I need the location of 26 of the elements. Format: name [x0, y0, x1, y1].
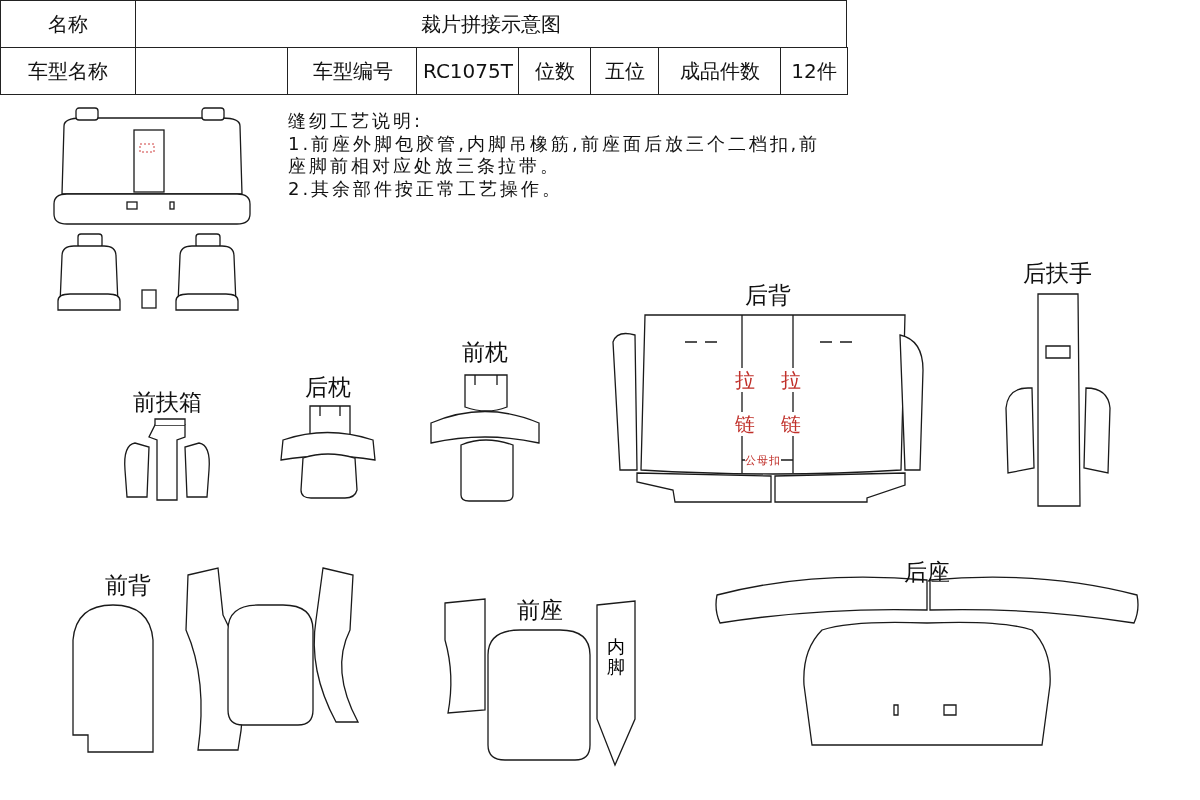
piece-heading: 前扶箱: [132, 388, 203, 417]
piece-note: 链: [781, 412, 802, 436]
sewing-note: 缝纫工艺说明:: [288, 110, 425, 132]
table-cell: 12件: [780, 47, 848, 95]
piece-heading: 前背: [104, 571, 152, 600]
table-cell: 位数: [518, 47, 592, 95]
piece-note: 拉: [781, 368, 802, 392]
piece-heading: 后枕: [303, 373, 352, 402]
piece-heading: 前枕: [461, 338, 509, 367]
pattern-piece: [595, 599, 637, 769]
table-cell: 成品件数: [658, 47, 782, 95]
piece-label: 内脚: [607, 637, 625, 677]
sewing-note: 2.其余部件按正常工艺操作。: [288, 178, 565, 200]
table-cell: RC1075T: [416, 47, 520, 95]
table-cell: 名称: [0, 0, 136, 48]
piece-heading: 后背: [743, 281, 792, 310]
piece-note: 公母扣: [745, 454, 781, 468]
piece-heading: 前座: [516, 596, 564, 625]
table-cell: 五位: [590, 47, 660, 95]
piece-note: 拉: [735, 368, 756, 392]
piece-heading: 后扶手: [1022, 259, 1093, 288]
piece-note: 链: [735, 412, 756, 436]
table-title: 裁片拼接示意图: [134, 0, 847, 48]
table-cell: 车型名称: [0, 47, 136, 95]
piece-heading: 后座: [903, 558, 951, 587]
sewing-note: 1.前座外脚包胶管,内脚吊橡筋,前座面后放三个二档扣,前座脚前相对应处放三条拉带。: [288, 133, 822, 177]
